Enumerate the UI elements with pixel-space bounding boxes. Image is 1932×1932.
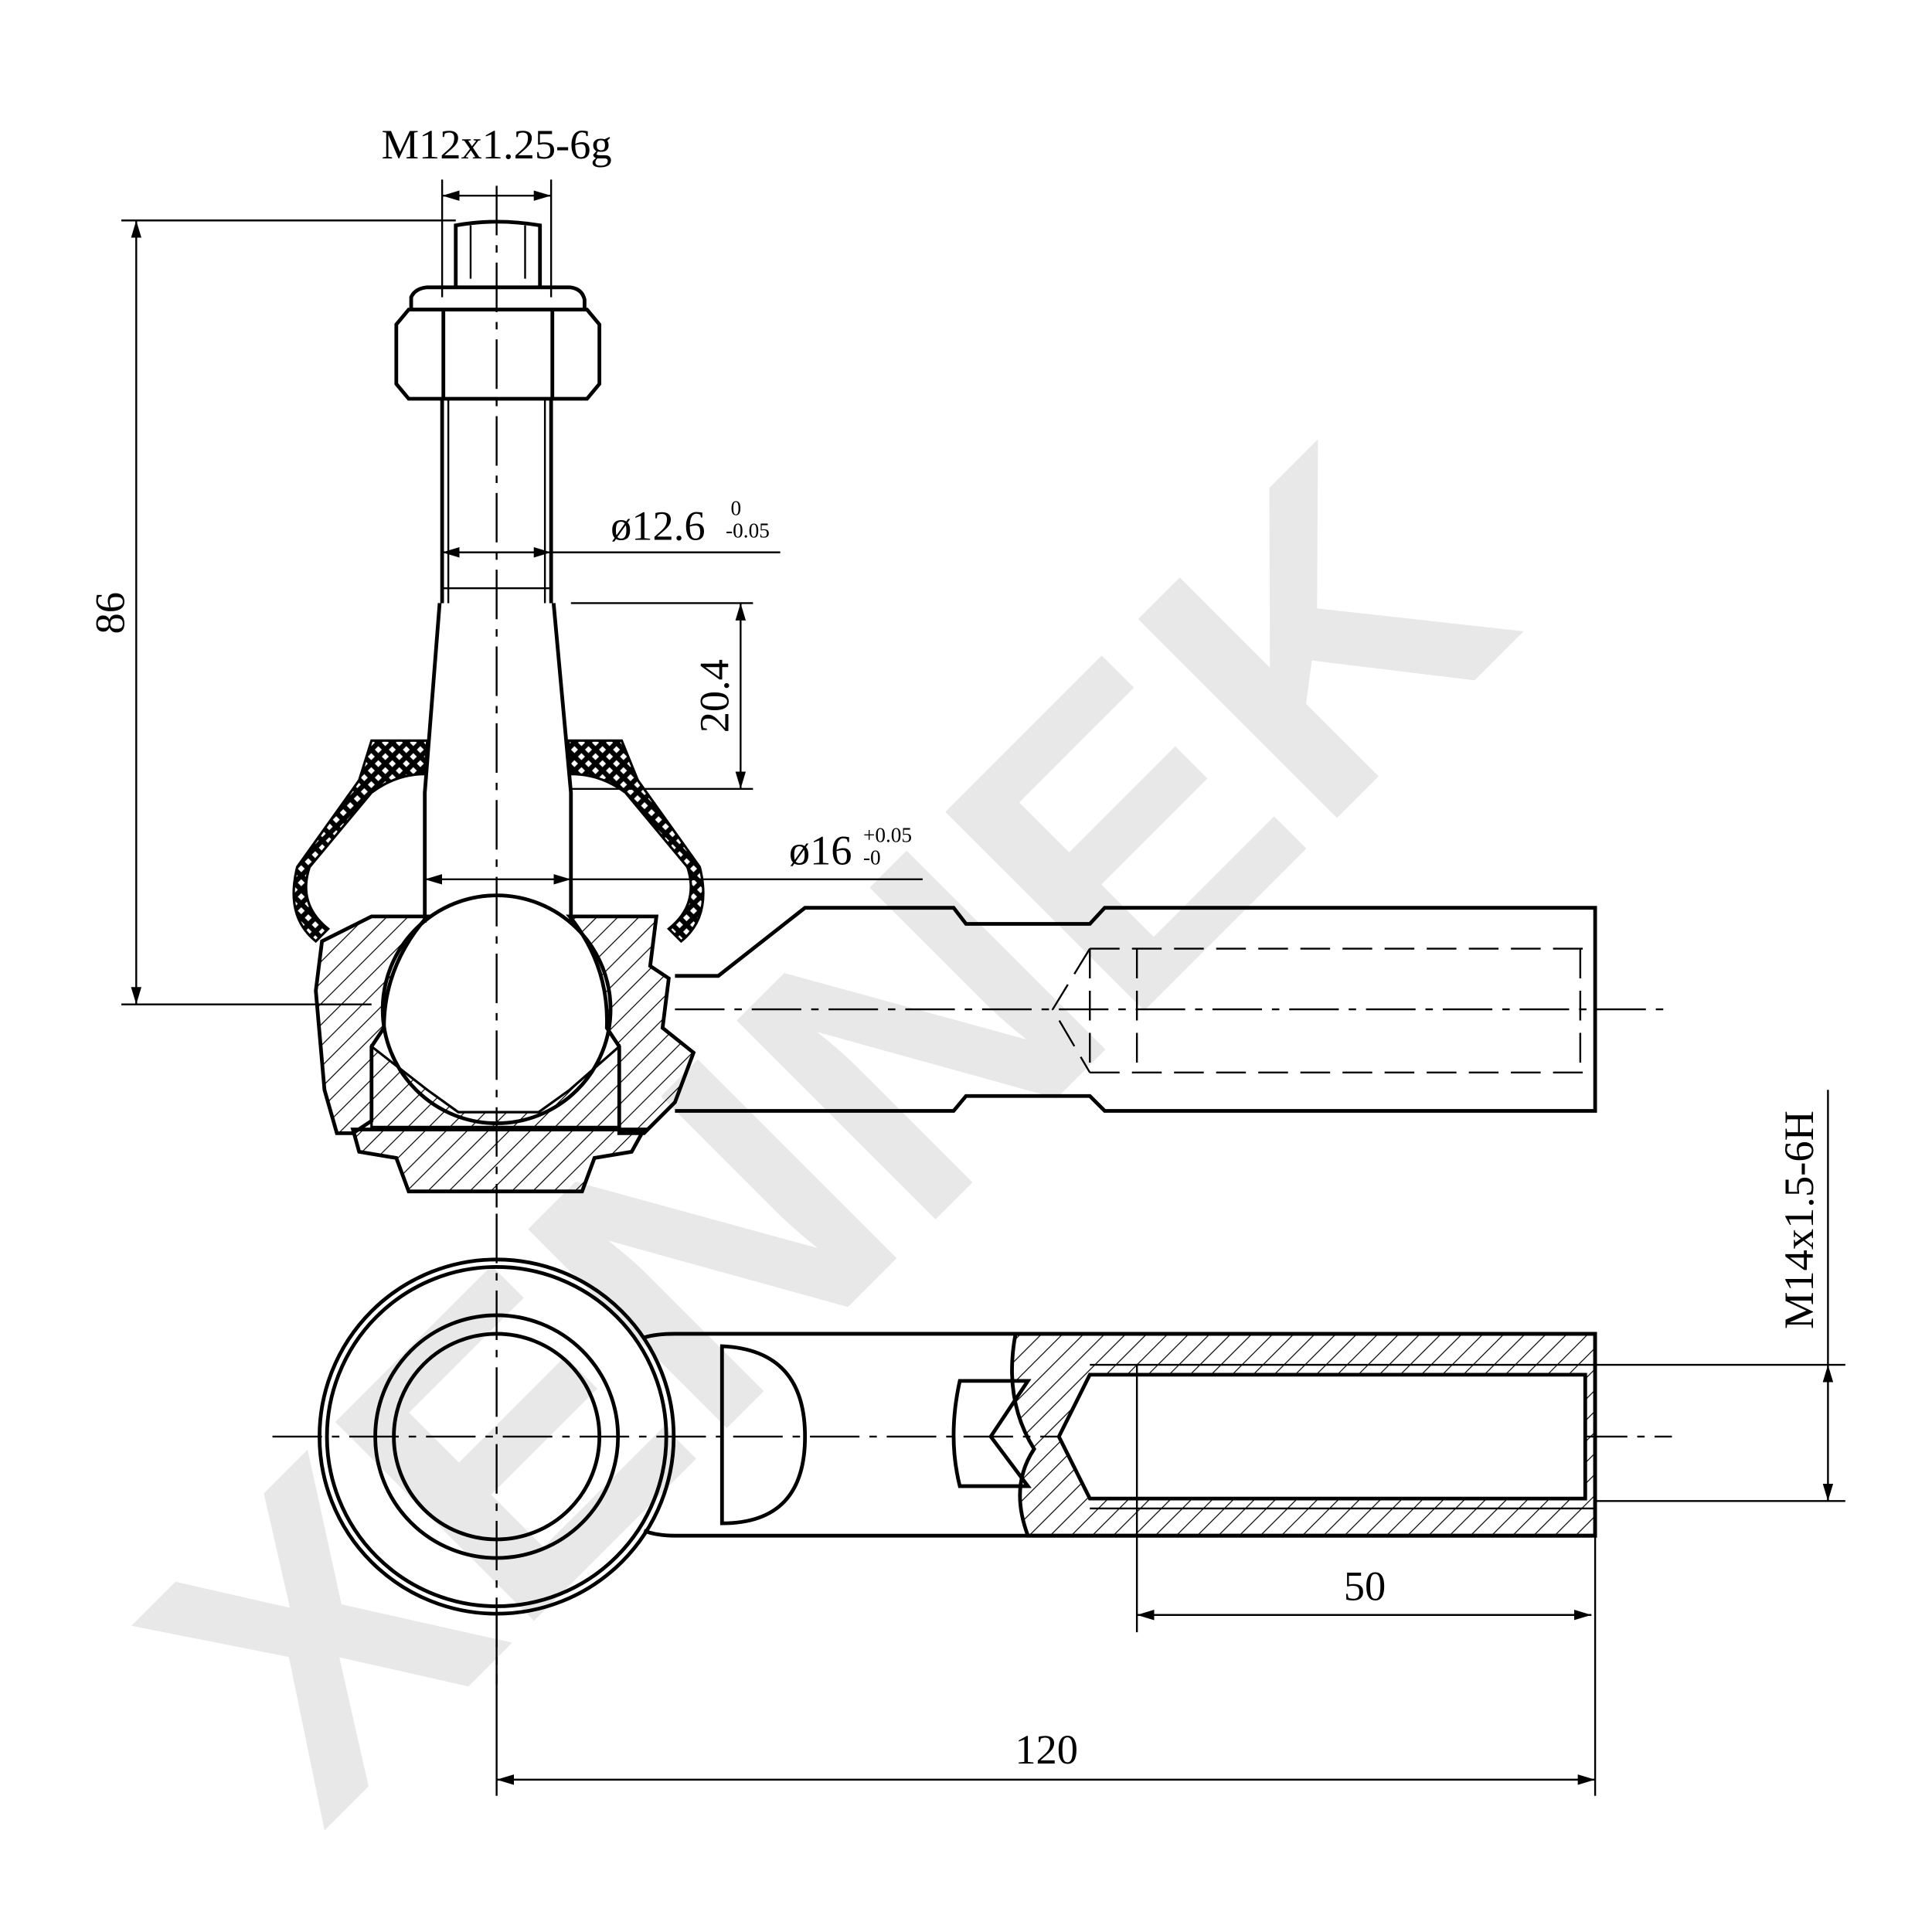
arm-body [675, 906, 1597, 1113]
dust-boot-left [292, 739, 429, 944]
stud-thread-label: M12x1.25-6g [382, 121, 612, 168]
top-view [272, 1213, 1672, 1685]
overall-length-label: 120 [1015, 1726, 1078, 1773]
drill-point [951, 1379, 1032, 1488]
taper-length-label: 20.4 [690, 659, 737, 733]
ball-dome [719, 1344, 808, 1526]
castle-nut [394, 308, 602, 401]
neck-lower-tolerance: -0.05 [726, 519, 770, 543]
ball-upper-tolerance: +0.05 [863, 824, 912, 847]
ball-seat [370, 1043, 621, 1128]
neck-upper-tolerance: 0 [731, 497, 742, 520]
hidden-thread-bore [1051, 947, 1586, 1074]
ball-diameter-label: ø16 [789, 827, 852, 874]
svg-text:XENNEK: XENNEK [61, 367, 1588, 1894]
eye-inner [392, 1332, 602, 1542]
inner-thread-label: M14x1.5-6H [1775, 1111, 1822, 1329]
stud-thread-tip [454, 219, 543, 287]
side-view [292, 185, 1672, 1208]
neck-diameter-label: ø12.6 [611, 502, 706, 549]
ball-lower-tolerance: -0 [863, 846, 881, 869]
thread-bore [1056, 1372, 1587, 1501]
thread-depth-label: 50 [1344, 1563, 1386, 1610]
watermark: XENNEK [61, 367, 1588, 1894]
overall-height-label: 86 [86, 592, 133, 634]
washer [409, 285, 587, 312]
stud-taper [423, 603, 573, 923]
dimensions: M12x1.25-6g 86 ø12.6 0 -0.05 20.4 ø16 +0… [86, 121, 1845, 1796]
dust-boot-right [566, 739, 705, 944]
bottom-cover [350, 1128, 648, 1194]
